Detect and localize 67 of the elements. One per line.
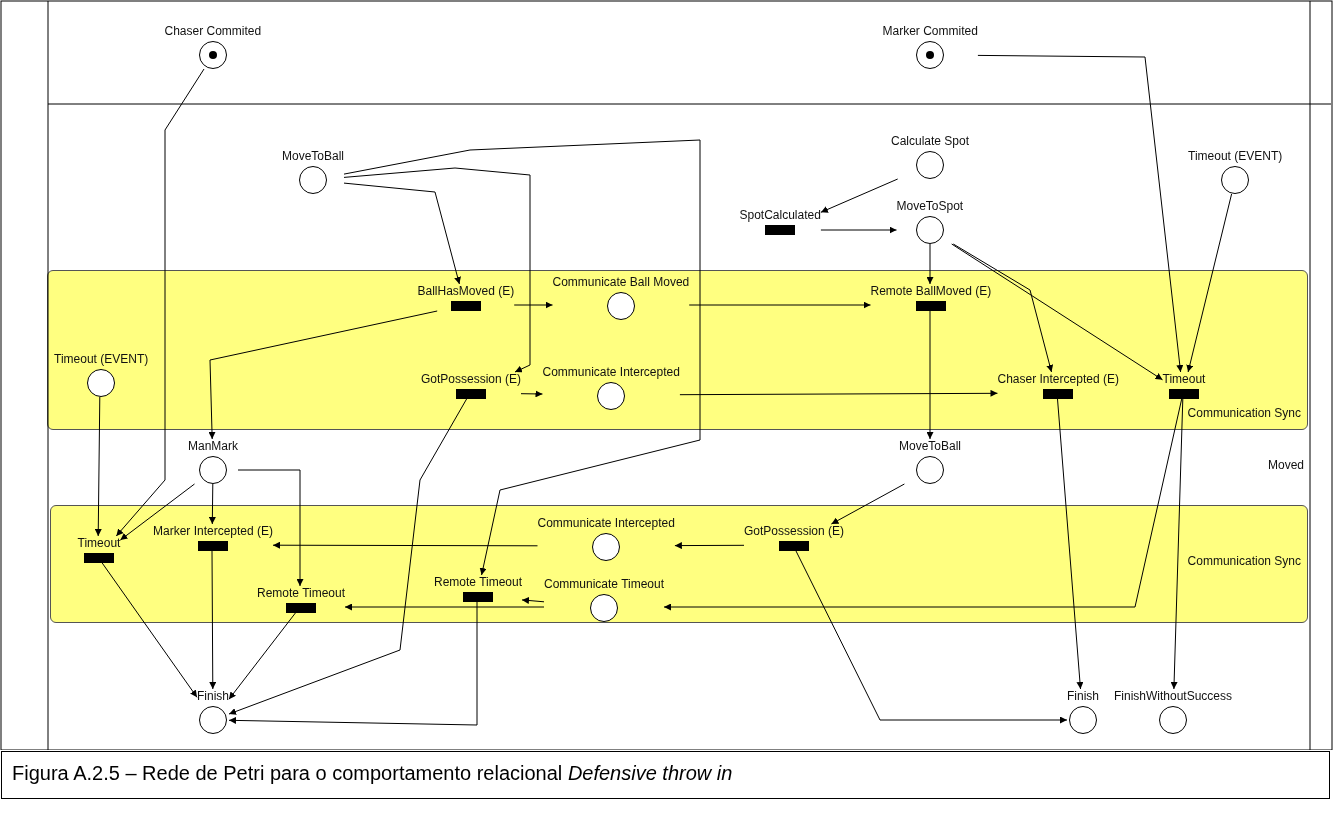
arrow	[679, 389, 998, 397]
transition-label: Remote BallMoved (E)	[870, 284, 992, 299]
arrow	[926, 310, 934, 440]
place-label: Calculate Spot	[891, 134, 970, 149]
transition-label: GotPossession (E)	[744, 524, 845, 539]
transition-label: Remote Timeout	[257, 586, 346, 601]
arrow	[343, 182, 461, 285]
transition-label: SpotCalculated	[739, 208, 821, 223]
place-label: Finish	[1067, 689, 1099, 704]
arrow	[674, 542, 745, 550]
place-label: MoveToSpot	[896, 199, 964, 214]
arrow	[1170, 398, 1184, 690]
arrow	[951, 243, 1163, 381]
place-label: Communicate Intercepted	[537, 516, 675, 531]
arrow	[344, 603, 545, 611]
transition-label: Timeout	[1162, 372, 1206, 387]
arrow	[1186, 193, 1233, 373]
band-title: Communication Sync	[1187, 554, 1301, 568]
lane-label: Moved	[1268, 458, 1305, 472]
transition-label: Timeout	[77, 536, 121, 551]
place-label: Communicate Ball Moved	[552, 275, 690, 290]
arrow	[521, 597, 545, 604]
band-title: Communication Sync	[1187, 406, 1301, 420]
transition-label: Marker Intercepted (E)	[153, 524, 274, 539]
arrow	[228, 612, 296, 700]
arrow	[820, 178, 899, 213]
arrow	[926, 243, 934, 285]
arrow	[101, 562, 198, 698]
place-label: Communicate Intercepted	[542, 365, 680, 380]
arrow	[663, 398, 1183, 611]
arrow	[688, 301, 871, 309]
arrow	[830, 483, 905, 525]
transition-label: Chaser Intercepted (E)	[997, 372, 1119, 387]
swimlane-band	[47, 270, 1308, 430]
place-label: FinishWithoutSuccess	[1114, 689, 1233, 704]
figure-caption: Figura A.2.5 – Rede de Petri para o comportamento relacional Defensive throw in	[1, 751, 1330, 799]
arrow	[1057, 398, 1084, 690]
arrow	[513, 301, 553, 309]
place-label: Communicate Timeout	[544, 577, 665, 592]
transition-label: BallHasMoved (E)	[417, 284, 515, 299]
place-label: Finish	[197, 689, 229, 704]
arrow	[795, 550, 1068, 724]
place-label: Marker Commited	[882, 24, 978, 39]
place-label: MoveToBall	[282, 149, 345, 164]
swimlane-band	[50, 505, 1308, 623]
transition-label: GotPossession (E)	[421, 372, 522, 387]
place-label: MoveToBall	[899, 439, 962, 454]
arrow	[952, 243, 1054, 373]
arrow	[272, 541, 538, 549]
arrow	[343, 167, 531, 373]
arrow	[228, 601, 478, 726]
arrow	[94, 396, 102, 537]
arrow	[977, 54, 1184, 373]
transition-label: Remote Timeout	[434, 575, 523, 590]
arrow	[208, 483, 216, 525]
arrow	[520, 390, 543, 398]
arrow	[228, 398, 468, 715]
place-label: Timeout (EVENT)	[1188, 149, 1283, 164]
place-label: Chaser Commited	[164, 24, 262, 39]
arrow	[115, 68, 205, 537]
arrow	[820, 226, 897, 234]
arrow	[208, 310, 438, 440]
place-label: ManMark	[188, 439, 238, 454]
arrow	[237, 469, 304, 587]
arrow	[343, 139, 701, 576]
arrow	[119, 483, 195, 541]
place-label: Timeout (EVENT)	[54, 352, 149, 367]
